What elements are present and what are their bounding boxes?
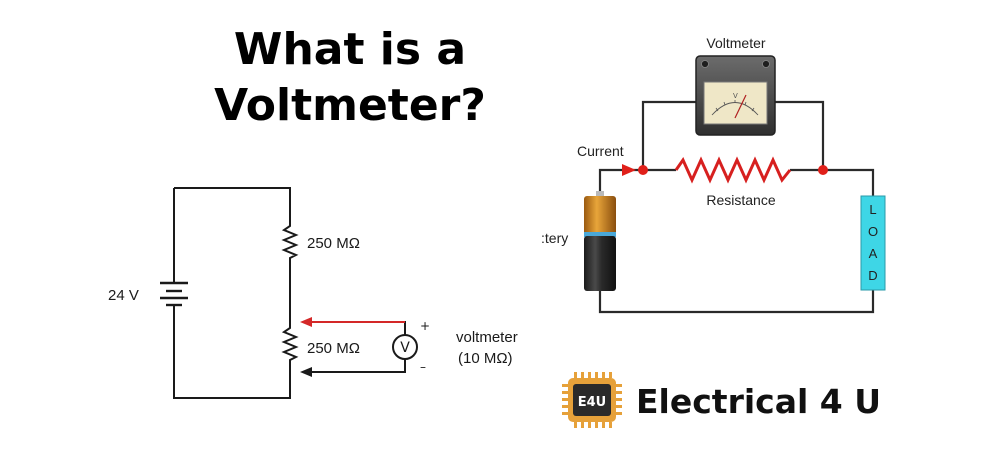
brand-name: Electrical 4 U — [636, 382, 881, 421]
current-label: Current — [577, 143, 624, 159]
voltmeter-circle — [392, 334, 418, 360]
meter-wire-right — [775, 100, 825, 170]
resistor-1 — [281, 222, 299, 262]
left-wire-top — [174, 187, 291, 222]
left-wire-left-lower — [173, 305, 291, 399]
voltmeter-label: Voltmeter — [706, 35, 765, 51]
current-arrow — [622, 164, 636, 176]
right-circuit — [598, 100, 875, 314]
node-right — [818, 165, 828, 175]
voltmeter-device — [695, 55, 776, 136]
node-left — [638, 165, 648, 175]
meter-wire-left — [641, 100, 696, 170]
meter-resistance-label: (10 MΩ) — [458, 350, 513, 367]
voltmeter-symbol: V — [400, 340, 410, 356]
battery-label: :tery — [541, 230, 568, 246]
resistance-zigzag — [674, 156, 792, 184]
load-letter-a: A — [869, 246, 878, 261]
title-line-1: What is a — [233, 24, 467, 75]
red-probe-arrow — [300, 317, 405, 327]
main-wire-top-left — [598, 168, 676, 196]
title-line-2: Voltmeter? — [214, 80, 486, 131]
page-title: What is a Voltmeter? — [180, 22, 520, 134]
r2-label: 250 MΩ — [307, 340, 360, 357]
meter-label: voltmeter — [456, 329, 518, 346]
load-letter-l: L — [869, 202, 876, 217]
arrow-black — [300, 367, 312, 377]
load-block — [860, 195, 886, 291]
meter-plus: + — [420, 319, 430, 333]
r1-label: 250 MΩ — [307, 235, 360, 252]
meter-lead-bottom — [310, 359, 406, 373]
load-letter-d: D — [868, 268, 877, 283]
left-circuit — [160, 187, 406, 399]
load-letter-o: O — [868, 224, 878, 239]
resistance-label: Resistance — [706, 192, 775, 208]
meter-minus: – — [420, 360, 426, 374]
meter-face-mark: V — [733, 92, 738, 100]
resistor-2 — [281, 324, 299, 372]
battery-cell — [584, 191, 616, 291]
brand-logo — [562, 372, 622, 428]
main-wire-top-right — [790, 168, 875, 196]
logo-text: E4U — [578, 395, 606, 410]
main-wire-bottom — [598, 290, 875, 314]
source-label: 24 V — [108, 287, 139, 304]
